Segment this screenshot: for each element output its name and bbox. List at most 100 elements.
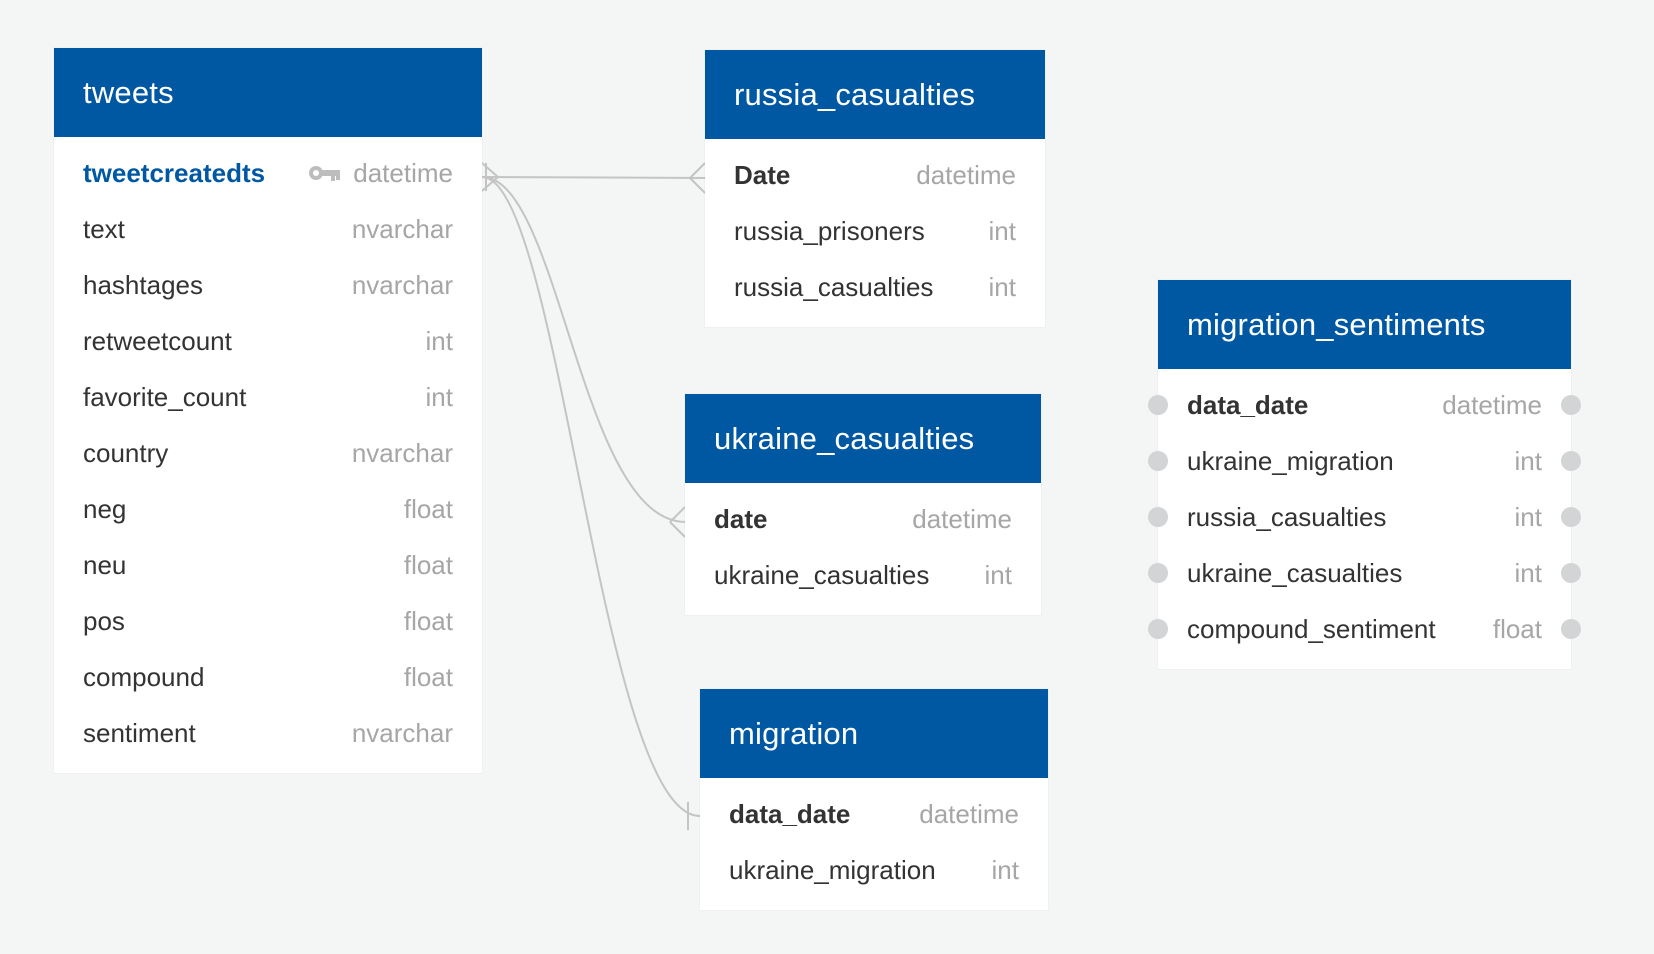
field-row[interactable]: retweetcount int — [54, 313, 482, 369]
field-name: neg — [83, 493, 127, 524]
field-name: neu — [83, 549, 127, 580]
field-name: sentiment — [83, 717, 196, 748]
field-type: nvarchar — [351, 717, 453, 748]
field-type: datetime — [912, 503, 1012, 534]
field-name: compound — [83, 661, 205, 692]
connector-dot-left[interactable] — [1148, 451, 1168, 471]
field-row[interactable]: neg float — [54, 481, 482, 537]
field-row[interactable]: compound_sentiment float — [1148, 601, 1581, 657]
field-row[interactable]: data_date datetime — [1148, 377, 1581, 433]
field-type: float — [403, 493, 453, 524]
field-row[interactable]: ukraine_casualties int — [685, 547, 1041, 603]
field-row[interactable]: ukraine_migration int — [1148, 433, 1581, 489]
field-name-key: date — [714, 503, 768, 534]
table-header[interactable]: migration_sentiments — [1158, 280, 1571, 369]
field-name: russia_casualties — [1187, 501, 1387, 532]
field-type: nvarchar — [351, 213, 453, 244]
field-type: int — [1514, 501, 1542, 532]
field-type: datetime — [1442, 389, 1542, 420]
field-name: ukraine_casualties — [1187, 557, 1403, 588]
field-row[interactable]: neu float — [54, 537, 482, 593]
table-header[interactable]: russia_casualties — [705, 50, 1045, 139]
crowsfoot-russia-casualties-end — [689, 162, 706, 194]
connector-dot-right[interactable] — [1561, 619, 1581, 639]
link-tweets-ukraine-casualties — [481, 176, 686, 523]
connector-dot-left[interactable] — [1148, 395, 1168, 415]
table-name: ukraine_casualties — [714, 420, 975, 456]
field-row[interactable]: tweetcreatedts datetime — [54, 145, 482, 201]
table-russia-casualties[interactable]: russia_casualties Date datetime russia_pr… — [705, 50, 1045, 327]
link-tweets-russia-casualties — [481, 176, 706, 179]
table-name: tweets — [83, 74, 174, 110]
field-row[interactable]: favorite_count int — [54, 369, 482, 425]
field-row[interactable]: russia_prisoners int — [705, 203, 1045, 259]
crowsfoot-ukraine-casualties-end — [669, 506, 686, 538]
field-type: datetime — [353, 157, 453, 188]
field-row[interactable]: text nvarchar — [54, 201, 482, 257]
field-row[interactable]: russia_casualties int — [705, 259, 1045, 315]
field-row[interactable]: sentiment nvarchar — [54, 705, 482, 761]
field-name: russia_casualties — [734, 271, 934, 302]
connector-dot-left[interactable] — [1148, 619, 1168, 639]
field-row[interactable]: country nvarchar — [54, 425, 482, 481]
connector-dot-right[interactable] — [1561, 395, 1581, 415]
connector-dot-right[interactable] — [1561, 451, 1581, 471]
connector-dot-left[interactable] — [1148, 507, 1168, 527]
field-name: country — [83, 437, 169, 468]
connector-dot-right[interactable] — [1561, 563, 1581, 583]
connector-dot-left[interactable] — [1148, 563, 1168, 583]
field-name: ukraine_migration — [1187, 445, 1394, 476]
field-type: int — [1514, 445, 1542, 476]
field-type: int — [991, 854, 1019, 885]
field-type: int — [425, 381, 453, 412]
field-type: nvarchar — [351, 269, 453, 300]
table-ukraine-casualties[interactable]: ukraine_casualties date datetime ukraine_… — [685, 394, 1041, 615]
field-name-key: data_date — [1187, 389, 1309, 420]
field-name-key: data_date — [729, 798, 851, 829]
table-name: migration — [729, 715, 859, 751]
field-type: float — [403, 549, 453, 580]
connector-dot-right[interactable] — [1561, 507, 1581, 527]
field-name: hashtages — [83, 269, 203, 300]
field-row[interactable]: ukraine_migration int — [700, 842, 1048, 898]
field-type: float — [1492, 613, 1542, 644]
field-type: int — [425, 325, 453, 356]
field-type: int — [984, 559, 1012, 590]
field-type: float — [403, 661, 453, 692]
table-header[interactable]: migration — [700, 689, 1048, 778]
field-name-primary-key: tweetcreatedts — [83, 157, 266, 188]
field-name: ukraine_casualties — [714, 559, 930, 590]
table-migration-sentiments[interactable]: migration_sentiments data_date datetime … — [1148, 280, 1581, 669]
field-row[interactable]: Date datetime — [705, 147, 1045, 203]
field-type: datetime — [919, 798, 1019, 829]
field-type: int — [988, 215, 1016, 246]
field-row[interactable]: pos float — [54, 593, 482, 649]
field-type: int — [1514, 557, 1542, 588]
field-row[interactable]: ukraine_casualties int — [1148, 545, 1581, 601]
field-row[interactable]: date datetime — [685, 491, 1041, 547]
field-row[interactable]: compound float — [54, 649, 482, 705]
table-header[interactable]: ukraine_casualties — [685, 394, 1041, 483]
field-type: nvarchar — [351, 437, 453, 468]
field-name-key: Date — [734, 159, 791, 190]
field-name: favorite_count — [83, 381, 247, 412]
crowsfoot-tweets-end — [481, 162, 499, 192]
table-header[interactable]: tweets — [54, 48, 482, 137]
field-type: datetime — [916, 159, 1016, 190]
key-icon — [309, 166, 341, 181]
link-tweets-migration — [481, 176, 701, 817]
field-row[interactable]: hashtages nvarchar — [54, 257, 482, 313]
field-row[interactable]: data_date datetime — [700, 786, 1048, 842]
table-name: migration_sentiments — [1187, 306, 1486, 342]
field-name: ukraine_migration — [729, 854, 936, 885]
field-name: russia_prisoners — [734, 215, 925, 246]
field-type: float — [403, 605, 453, 636]
field-name: text — [83, 213, 125, 244]
table-migration[interactable]: migration data_date datetime ukraine_migr… — [700, 689, 1048, 910]
field-type: int — [988, 271, 1016, 302]
field-name: pos — [83, 605, 125, 636]
field-row[interactable]: russia_casualties int — [1148, 489, 1581, 545]
field-name: retweetcount — [83, 325, 232, 356]
table-tweets[interactable]: tweets tweetcreatedts datetime text nvarc… — [54, 48, 482, 773]
table-name: russia_casualties — [734, 76, 976, 112]
